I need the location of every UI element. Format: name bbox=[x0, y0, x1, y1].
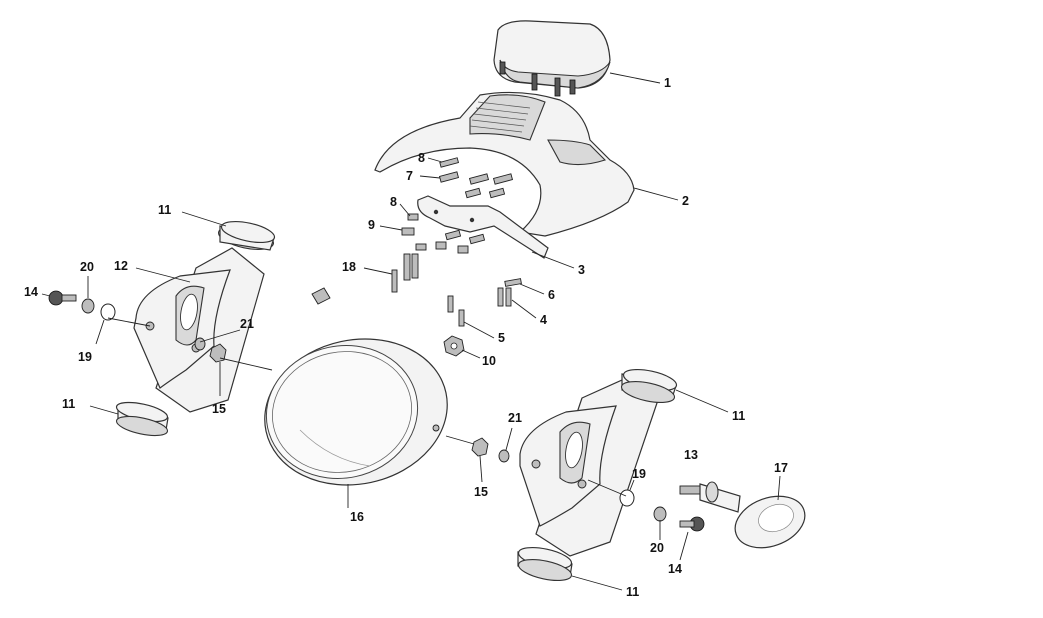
callout-15-left: 15 bbox=[212, 402, 226, 416]
callout-15-right: 15 bbox=[474, 485, 488, 499]
callout-21-left: 21 bbox=[240, 317, 254, 331]
callout-14-left: 14 bbox=[24, 285, 38, 299]
callout-20-right: 20 bbox=[650, 541, 664, 555]
callout-3: 3 bbox=[578, 263, 585, 277]
left-bottom-sleeve bbox=[115, 401, 169, 437]
callout-10: 10 bbox=[482, 354, 496, 368]
mounting-bracket bbox=[417, 195, 549, 259]
callout-21-right: 21 bbox=[508, 411, 522, 425]
callout-16: 16 bbox=[350, 510, 364, 524]
callout-17: 17 bbox=[774, 461, 788, 475]
callout-7: 7 bbox=[406, 169, 413, 183]
callout-6: 6 bbox=[548, 288, 555, 302]
left-top-sleeve bbox=[217, 220, 276, 251]
callout-8-upper: 8 bbox=[418, 151, 425, 165]
callout-9: 9 bbox=[368, 218, 375, 232]
callout-19-right: 19 bbox=[632, 467, 646, 481]
headlight-unit bbox=[264, 338, 448, 486]
callout-5: 5 bbox=[498, 331, 505, 345]
callout-11-right-bottom: 11 bbox=[626, 585, 639, 599]
callout-18: 18 bbox=[342, 260, 356, 274]
nut-10 bbox=[443, 335, 465, 357]
callout-14-right: 14 bbox=[668, 562, 682, 576]
instrument-cluster bbox=[493, 20, 611, 97]
fasteners-group bbox=[311, 157, 522, 327]
right-fork-bracket bbox=[519, 379, 659, 557]
callout-12: 12 bbox=[114, 259, 128, 273]
turn-indicator bbox=[679, 481, 806, 549]
callout-2: 2 bbox=[682, 194, 689, 208]
headlight-fairing bbox=[374, 91, 635, 237]
left-screw-14 bbox=[48, 290, 77, 306]
right-top-sleeve bbox=[620, 368, 678, 403]
callout-20-left: 20 bbox=[80, 260, 94, 274]
right-hardware bbox=[471, 437, 705, 532]
callout-11-right-top: 11 bbox=[732, 409, 745, 423]
callout-8-lower: 8 bbox=[390, 195, 397, 209]
callout-1: 1 bbox=[664, 76, 671, 90]
left-fork-bracket bbox=[133, 247, 265, 413]
callout-13: 13 bbox=[684, 448, 698, 462]
callout-11-left-bottom: 11 bbox=[62, 397, 75, 411]
right-bottom-sleeve bbox=[517, 546, 573, 581]
callout-19-left: 19 bbox=[78, 350, 92, 364]
callout-labels: 1 2 3 4 5 6 7 8 8 9 10 18 11 11 11 11 12… bbox=[24, 76, 788, 599]
callout-4: 4 bbox=[540, 313, 547, 327]
callout-11-left-top: 11 bbox=[158, 203, 171, 217]
leader-lines bbox=[41, 72, 781, 591]
